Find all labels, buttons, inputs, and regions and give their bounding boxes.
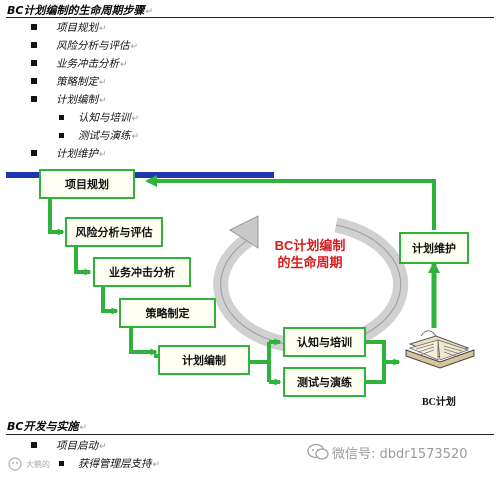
list-item: 项目启动↵ (31, 439, 107, 454)
node-label: 计划编制 (182, 355, 226, 367)
sub-list-item: 测试与演练↵ (59, 129, 139, 144)
list-item-label: 策略制定 (56, 76, 98, 88)
section-title-2: BC开发与实施↵ (7, 418, 87, 434)
list-item: 业务冲击分析↵ (31, 57, 128, 72)
list-item: 计划维护↵ (31, 147, 107, 162)
list-item: 计划编制↵ (31, 93, 107, 108)
bullet-icon (59, 461, 64, 466)
bullet-icon (31, 42, 37, 48)
paragraph-mark-icon: ↵ (145, 7, 154, 17)
cycle-label-line1: BC计划编制 (274, 238, 346, 253)
book-label: BC计划 (422, 397, 456, 408)
list-item-label: 认知与培训 (78, 112, 131, 124)
node-label: 业务冲击分析 (109, 267, 175, 279)
cycle-label-line2: 的生命周期 (277, 255, 343, 270)
step-strategy: 策略制定 (119, 298, 216, 328)
bullet-icon (31, 96, 37, 102)
section-title-text: BC计划编制的生命周期步骤 (7, 4, 145, 17)
paragraph-mark-icon: ↵ (131, 114, 140, 124)
list-item: 策略制定↵ (31, 75, 107, 90)
list-item: 项目规划↵ (31, 21, 107, 36)
list-item: 风险分析与评估↵ (31, 39, 138, 54)
section-rule (6, 17, 494, 18)
paragraph-mark-icon: ↵ (99, 442, 107, 452)
paragraph-mark-icon: ↵ (120, 60, 128, 70)
paragraph-mark-icon: ↵ (99, 24, 107, 34)
diagram-graphics (6, 172, 475, 386)
step-business-impact: 业务冲击分析 (93, 257, 191, 287)
cycle-label: BC计划编制 的生命周期 (264, 237, 356, 271)
section-title-1: BC计划编制的生命周期步骤↵ (7, 2, 153, 18)
header-bar (6, 172, 274, 178)
node-label: 策略制定 (145, 308, 190, 320)
bullet-icon (31, 150, 37, 156)
paragraph-mark-icon: ↵ (99, 96, 107, 106)
node-label: 项目规划 (65, 179, 109, 191)
paragraph-mark-icon: ↵ (130, 42, 139, 52)
step-risk-analysis: 风险分析与评估 (65, 217, 163, 247)
bullet-icon (31, 24, 37, 30)
sub-list-item: 认知与培训↵ (59, 111, 139, 126)
step-project-planning: 项目规划 (39, 169, 135, 199)
watermark-wechat-id: 微信号: dbdr1573520 (332, 447, 468, 462)
list-item-label: 项目启动 (56, 440, 98, 452)
book-icon (405, 330, 475, 369)
node-label: 认知与培训 (297, 337, 352, 349)
list-item-label: 计划编制 (56, 94, 98, 106)
paragraph-mark-icon: ↵ (152, 460, 161, 470)
list-item-label: 测试与演练 (78, 130, 131, 142)
section-title-text: BC开发与实施 (7, 420, 79, 433)
step-testing-drill: 测试与演练 (283, 367, 366, 397)
node-label: 风险分析与评估 (75, 227, 153, 239)
step-plan-maintenance: 计划维护 (399, 232, 469, 264)
watermark-logo-icon (8, 457, 22, 471)
bullet-icon (59, 115, 64, 120)
lifecycle-diagram: 项目规划 风险分析与评估 业务冲击分析 策略制定 计划编制 认知与培训 测试与演… (6, 168, 496, 410)
node-label: 测试与演练 (297, 377, 352, 389)
list-item-label: 风险分析与评估 (56, 40, 130, 52)
list-item-label: 计划维护 (56, 148, 98, 160)
list-item-label: 项目规划 (56, 22, 98, 34)
section-rule (6, 434, 494, 435)
list-item-label: 获得管理层支持 (78, 458, 152, 470)
paragraph-mark-icon: ↵ (79, 423, 88, 433)
watermark-left: 大鹏的 (26, 460, 50, 469)
paragraph-mark-icon: ↵ (131, 132, 140, 142)
bullet-icon (31, 442, 37, 448)
paragraph-mark-icon: ↵ (99, 150, 107, 160)
bullet-icon (59, 133, 64, 138)
bullet-icon (31, 78, 37, 84)
bullet-icon (31, 60, 37, 66)
paragraph-mark-icon: ↵ (99, 78, 107, 88)
step-awareness-training: 认知与培训 (283, 327, 366, 357)
wechat-icon (307, 443, 329, 460)
list-item-label: 业务冲击分析 (56, 58, 119, 70)
step-plan-development: 计划编制 (158, 345, 250, 375)
sub-list-item: 获得管理层支持↵ (59, 457, 160, 472)
node-label: 计划维护 (412, 243, 456, 255)
